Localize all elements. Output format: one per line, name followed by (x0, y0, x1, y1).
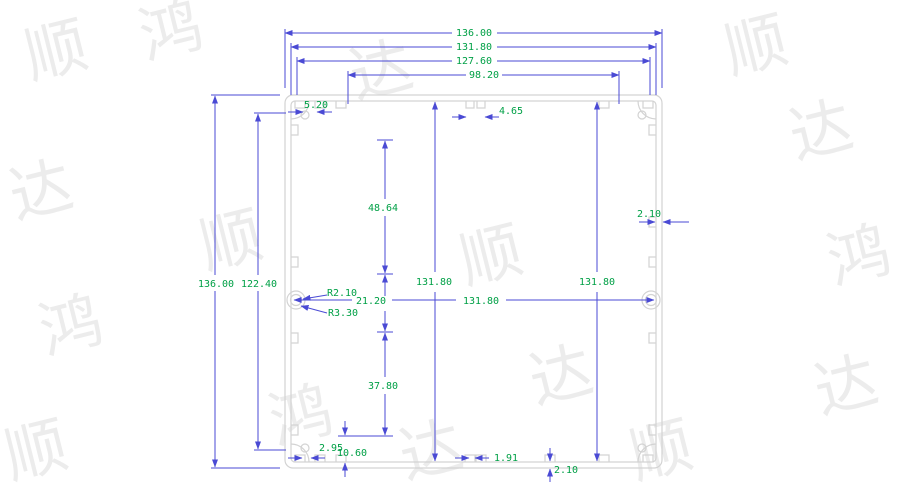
right-edge-slots (648, 124, 656, 436)
outer-profile (284, 94, 663, 469)
dim-label-left-136: 136.00 (198, 279, 234, 290)
dim-label-center-v-131-8: 131.80 (416, 277, 452, 288)
dim-label-37-8: 37.80 (368, 381, 398, 392)
corner-screw-hole (637, 110, 647, 120)
dim-label-21-2: 21.20 (356, 296, 386, 307)
dim-label-top-131-8: 131.80 (456, 42, 492, 53)
dim-label-right-2-1: 2.10 (637, 209, 661, 220)
dimension-lines (211, 29, 689, 482)
dim-label-notch-5-2: 5.20 (304, 100, 328, 111)
top-edge-slots (294, 101, 654, 109)
corner-screw-hole (300, 110, 310, 120)
dim-label-bottom-2-1: 2.10 (554, 465, 578, 476)
dim-label-1-91: 1.91 (494, 453, 518, 464)
dim-label-notch-4-65: 4.65 (499, 106, 523, 117)
corner-boss-arcs (290, 100, 657, 463)
dim-label-2-95: 2.95 (319, 443, 343, 454)
corner-screw-hole (637, 443, 647, 453)
left-edge-slots (291, 124, 299, 436)
dim-label-left-122-4: 122.40 (241, 279, 277, 290)
dim-label-top-136: 136.00 (456, 28, 492, 39)
dim-label-10-6: 10.60 (337, 448, 367, 459)
corner-screw-hole (300, 443, 310, 453)
dim-label-right-v-131-8: 131.80 (579, 277, 615, 288)
dim-label-center-h-131-8: 131.80 (463, 296, 499, 307)
dim-label-top-98-2: 98.20 (469, 70, 499, 81)
dim-label-top-127-6: 127.60 (456, 56, 492, 67)
dim-label-r2-1: R2.10 (327, 288, 357, 299)
dim-label-48-64: 48.64 (368, 203, 398, 214)
dimension-labels: 136.00 131.80 127.60 98.20 5.20 4.65 136… (198, 28, 661, 476)
dim-label-r3-3: R3.30 (328, 308, 358, 319)
